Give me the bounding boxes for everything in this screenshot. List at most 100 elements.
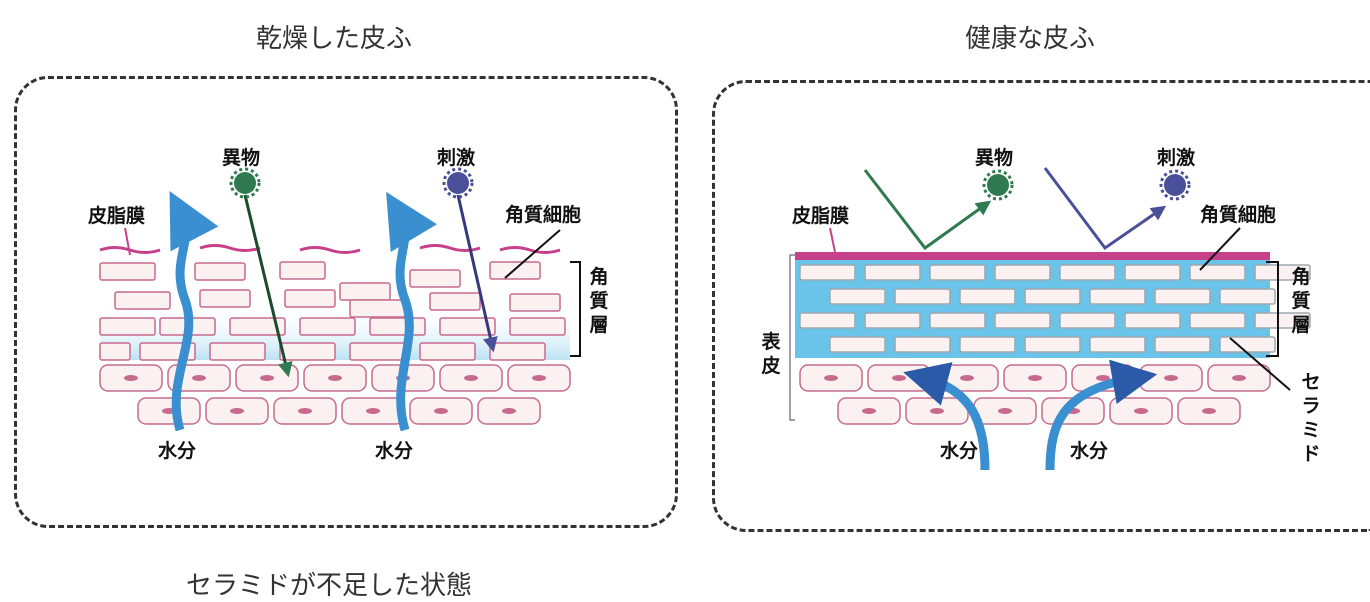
stratum-corneum-bracket-right: [1266, 261, 1279, 357]
ceramide-label: セラミド: [1301, 371, 1321, 465]
irritant-label-left: 刺激: [437, 147, 476, 169]
nucleus: [434, 408, 448, 414]
irritant-particle-right: [1159, 169, 1191, 201]
corneocyte: [284, 289, 336, 308]
sebum-leader-right: [829, 227, 836, 253]
water-label-left-1: 水分: [158, 440, 197, 462]
corneocyte: [279, 342, 336, 361]
corneocyte: [1219, 336, 1276, 353]
corneocyte: [1124, 264, 1181, 281]
corneocyte: [929, 312, 986, 329]
sebum-fragment: [499, 246, 561, 254]
corneocyte: [864, 264, 921, 281]
nucleus: [260, 375, 274, 381]
corneocyte: [419, 342, 476, 361]
healthy-skin-panel: [712, 80, 1370, 532]
epidermis-label: 表皮: [761, 331, 781, 377]
corneocyte: [1154, 288, 1211, 305]
corneocyte: [1254, 312, 1311, 329]
corneocyte: [409, 269, 461, 288]
corneocyte: [1024, 336, 1081, 353]
corneocyte: [199, 289, 251, 308]
corneocyte: [829, 336, 886, 353]
dry-skin-panel: [14, 76, 678, 528]
nucleus: [328, 375, 342, 381]
irritant-penetration-arrow: [456, 194, 498, 353]
irritant-reflect-arrow: [1043, 167, 1167, 251]
water-loss-arrow-2: [386, 191, 438, 432]
corneocyte: [489, 342, 546, 361]
nucleus: [1134, 408, 1148, 414]
corneocyte: [194, 262, 246, 281]
corneocyte: [369, 317, 426, 336]
left-title: 乾燥した皮ふ: [256, 24, 413, 54]
stratum-corneum-label-left: 角質層: [589, 266, 609, 336]
right-title: 健康な皮ふ: [965, 24, 1096, 54]
corneocyte: [99, 262, 156, 281]
sebum-film-healthy: [795, 252, 1270, 260]
corneocyte: [1254, 264, 1311, 281]
corneocyte: [829, 288, 886, 305]
nucleus: [366, 408, 380, 414]
corneocyte: [1124, 312, 1181, 329]
nucleus: [192, 375, 206, 381]
sebum-film-label-right: 皮脂膜: [792, 205, 850, 227]
corneocyte: [959, 288, 1016, 305]
corneocyte: [894, 288, 951, 305]
corneocyte: [509, 293, 561, 312]
corneocyte: [99, 342, 131, 361]
nucleus: [998, 408, 1012, 414]
corneocyte: [339, 282, 391, 301]
nucleus: [960, 375, 974, 381]
corneocyte: [349, 299, 406, 318]
corneocyte: [799, 264, 856, 281]
nucleus: [298, 408, 312, 414]
ceramide-leader: [1229, 337, 1291, 391]
corneocyte: [1024, 288, 1081, 305]
water-label-right-2: 水分: [1070, 440, 1109, 462]
nucleus: [1232, 375, 1246, 381]
corneocyte: [959, 336, 1016, 353]
nucleus: [892, 375, 906, 381]
sebum-leader-left: [124, 227, 131, 256]
sebum-fragment: [299, 246, 361, 254]
stratum-corneum-bracket-left: [570, 261, 581, 357]
nucleus: [1028, 375, 1042, 381]
nucleus: [1202, 408, 1216, 414]
corneocyte: [864, 312, 921, 329]
corneocyte: [994, 312, 1051, 329]
caption: セラミドが不足した状態: [186, 571, 473, 601]
nucleus: [1164, 375, 1178, 381]
nucleus: [532, 375, 546, 381]
dry-skin-layers: [99, 244, 571, 425]
stratum-corneum-label-right: 角質層: [1291, 266, 1311, 336]
foreign-reflect-arrow: [863, 169, 992, 251]
corneocyte: [209, 342, 266, 361]
nucleus: [862, 408, 876, 414]
corneocyte: [114, 291, 171, 310]
corneocyte: [439, 317, 496, 336]
foreign-particle-right: [982, 169, 1014, 201]
healthy-skin-layers: [795, 252, 1311, 425]
corneocyte: [299, 317, 356, 336]
irritant-label-right: 刺激: [1157, 147, 1196, 169]
corneocyte-label-right: 角質細胞: [1200, 204, 1277, 226]
corneocyte-label-left: 角質細胞: [505, 204, 582, 226]
water-retained-arrow-2: [1045, 359, 1158, 471]
corneocyte: [1089, 288, 1146, 305]
corneocyte: [994, 264, 1051, 281]
water-retained-arrow-1: [903, 362, 990, 471]
foreign-penetration-arrow: [243, 194, 293, 378]
foreign-matter-label-left: 異物: [222, 147, 261, 169]
corneocyte: [1219, 288, 1276, 305]
corneocyte: [1154, 336, 1211, 353]
nucleus: [124, 375, 138, 381]
sebum-film-label-left: 皮脂膜: [88, 205, 146, 227]
epidermis-bracket: [789, 254, 795, 421]
corneocyte: [99, 317, 156, 336]
corneocyte: [429, 292, 481, 311]
corneocyte: [929, 264, 986, 281]
corneocyte: [799, 312, 856, 329]
corneocyte: [509, 317, 566, 336]
